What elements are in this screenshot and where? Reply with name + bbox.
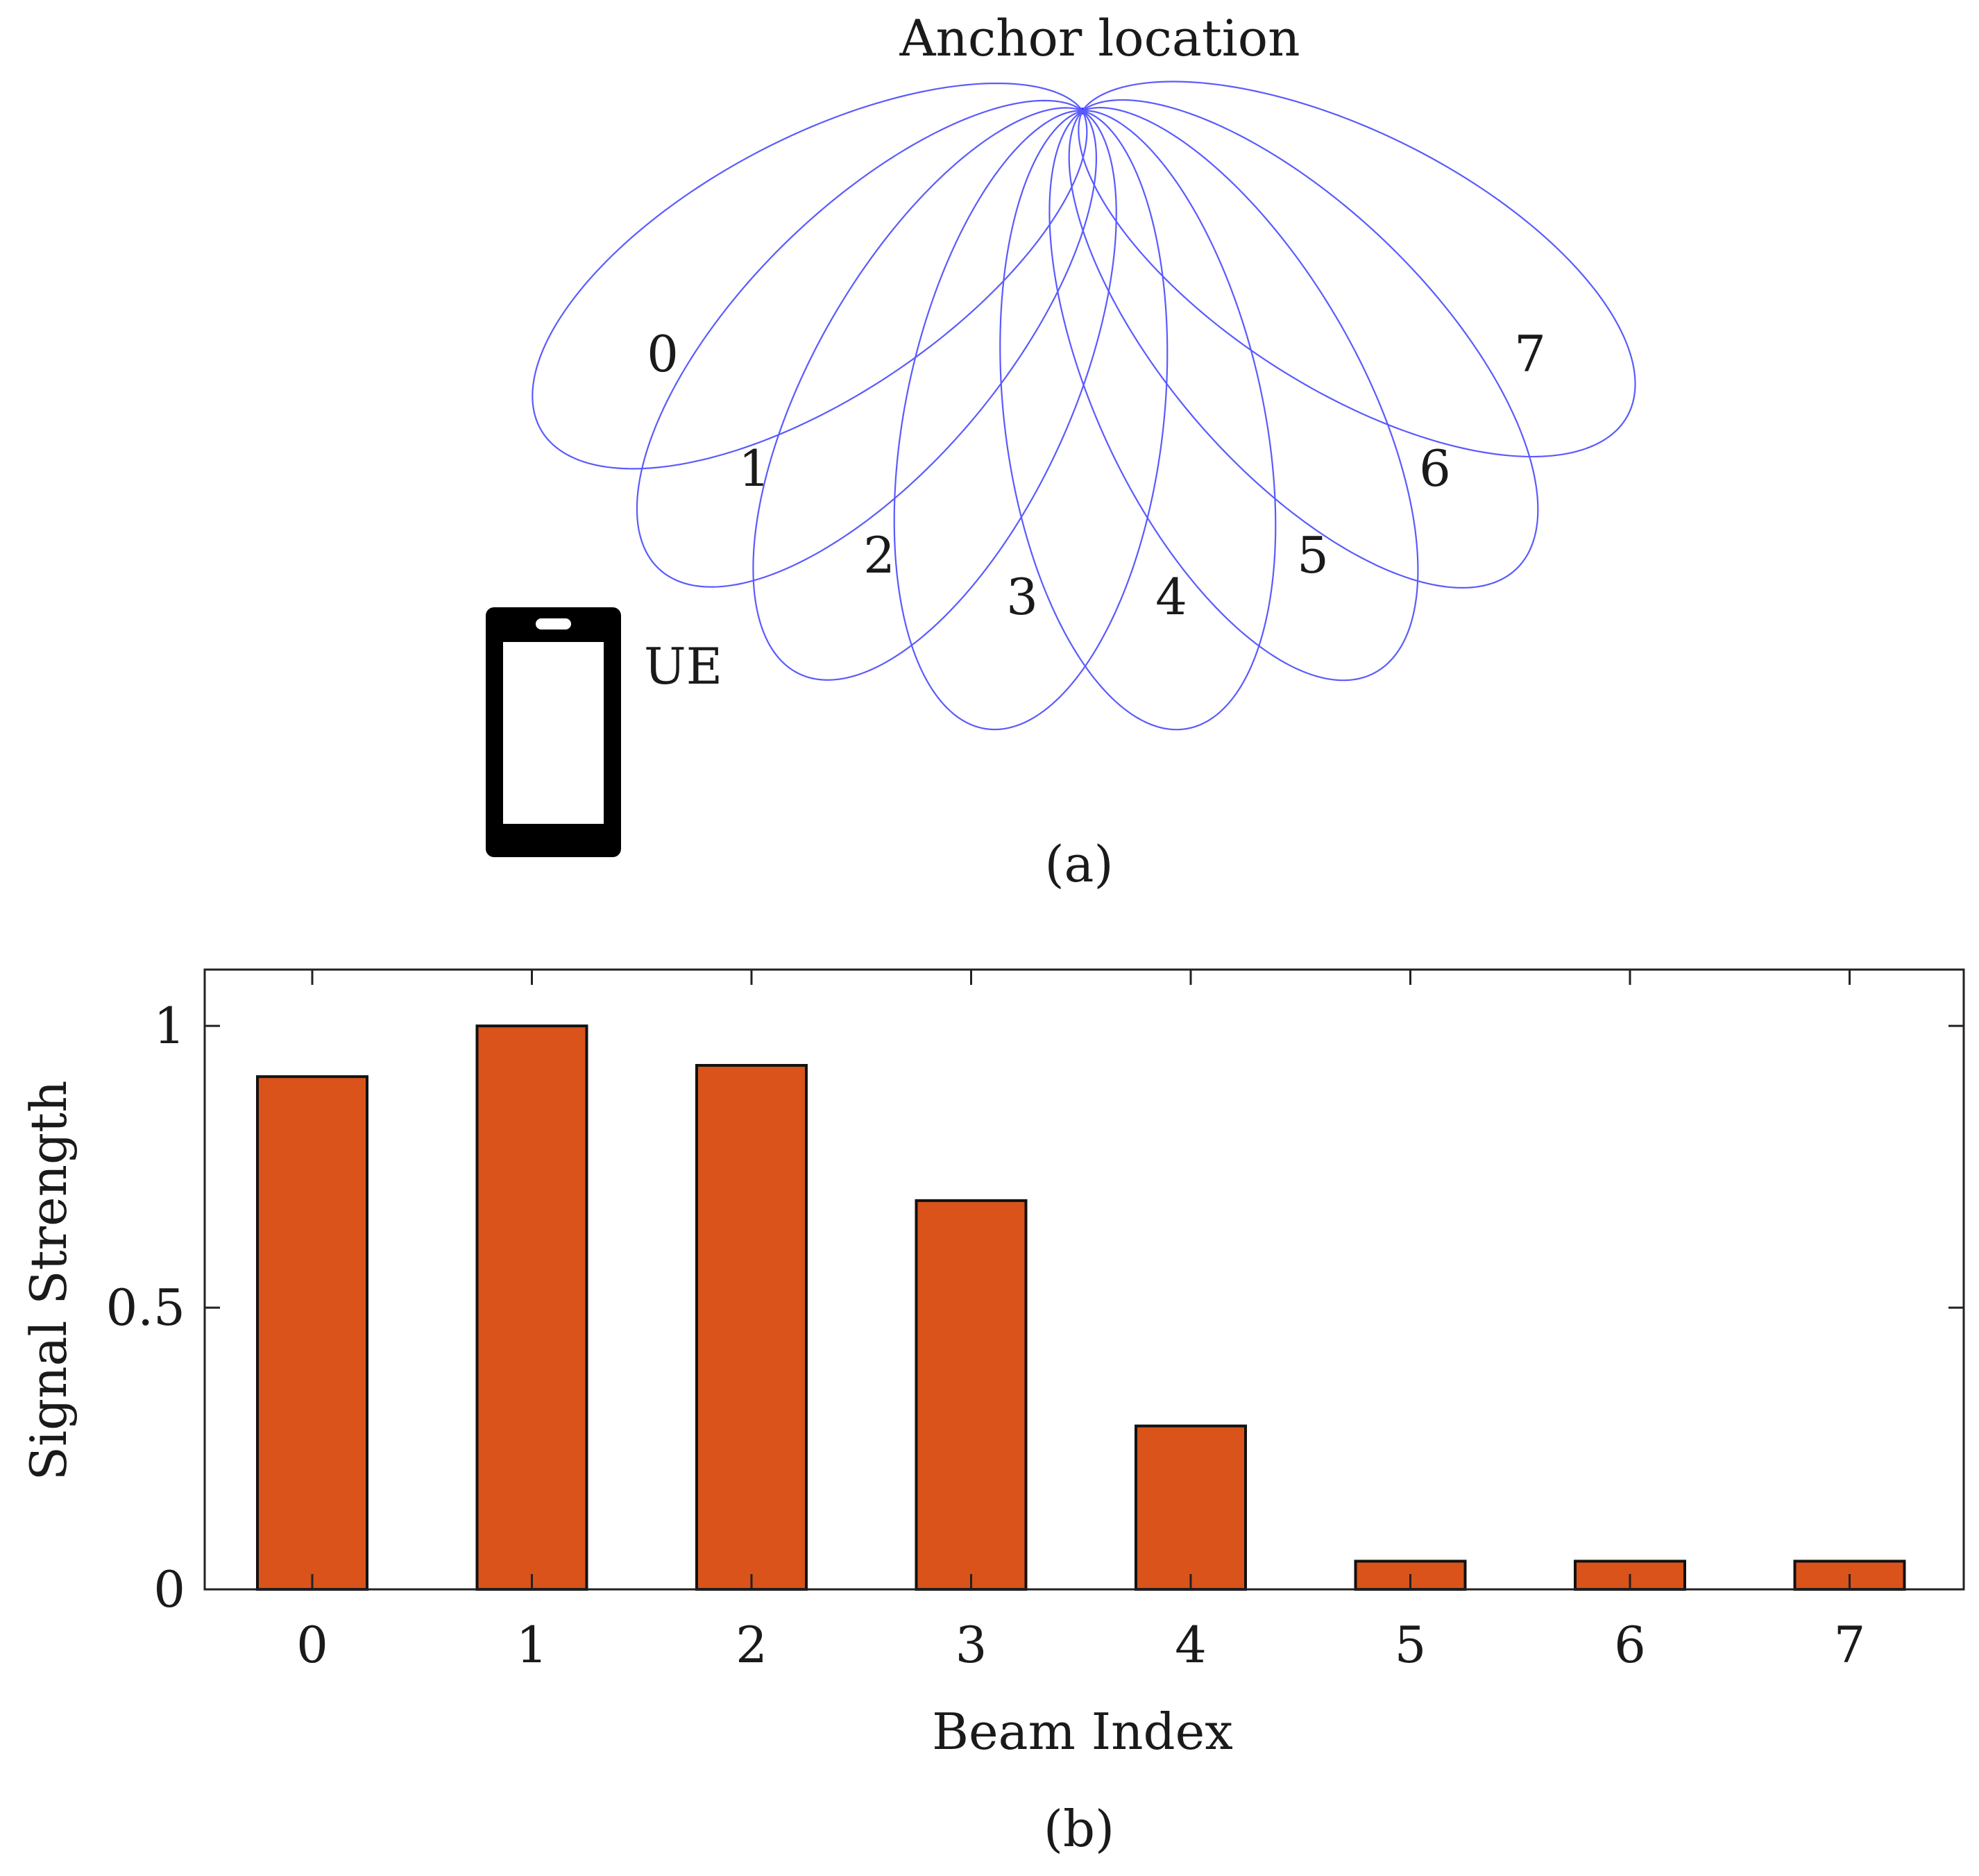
beam-lobe-6 <box>1068 99 1539 589</box>
y-tick-label-1: 0.5 <box>105 1278 185 1337</box>
panel-b-caption: (b) <box>1044 1800 1114 1858</box>
chart-bars <box>256 1024 1906 1591</box>
beam-diagram: Anchor location 0 1 2 3 4 5 6 7 UE (a) <box>486 9 1636 893</box>
y-tick-label-0: 0 <box>153 1560 185 1619</box>
beam-label-5: 5 <box>1297 526 1329 584</box>
beam-lobes <box>532 81 1636 731</box>
x-tick-label-5: 5 <box>1395 1616 1427 1674</box>
x-tick-label-3: 3 <box>955 1616 987 1674</box>
x-tick-label-2: 2 <box>736 1616 767 1674</box>
x-tick-label-7: 7 <box>1834 1616 1866 1674</box>
beam-label-1: 1 <box>738 439 770 498</box>
x-tick-label-1: 1 <box>516 1616 548 1674</box>
beam-label-7: 7 <box>1514 325 1546 383</box>
beam-lobe-7 <box>1078 81 1636 458</box>
x-axis-label: Beam Index <box>932 1702 1233 1761</box>
bar-3 <box>915 1199 1028 1591</box>
beam-lobe-2 <box>752 107 1117 681</box>
beam-label-4: 4 <box>1155 568 1187 626</box>
x-tick-label-0: 0 <box>296 1616 328 1674</box>
beam-label-2: 2 <box>863 526 895 584</box>
x-tick-label-4: 4 <box>1175 1616 1207 1674</box>
x-tick-labels: 0 1 2 3 4 5 6 7 <box>296 1616 1865 1674</box>
anchor-location-label: Anchor location <box>899 9 1300 67</box>
bar-4 <box>1135 1424 1247 1591</box>
bar-2 <box>695 1064 808 1591</box>
beam-label-6: 6 <box>1419 439 1451 498</box>
x-tick-label-6: 6 <box>1614 1616 1646 1674</box>
smartphone-icon <box>486 607 621 857</box>
beam-lobe-0 <box>532 82 1088 470</box>
beam-lobe-1 <box>636 99 1098 588</box>
plot-frame <box>203 968 1965 1591</box>
beam-label-3: 3 <box>1006 568 1038 626</box>
bar-1 <box>475 1024 588 1591</box>
y-axis-label: Signal Strength <box>19 1081 78 1481</box>
chart-ticks <box>205 970 1964 1591</box>
beam-label-0: 0 <box>647 325 679 383</box>
ue-label: UE <box>644 637 722 695</box>
beam-lobe-3 <box>893 110 1169 731</box>
panel-a-caption: (a) <box>1044 835 1113 893</box>
y-tick-label-2: 1 <box>153 997 185 1055</box>
y-tick-labels: 00.51 <box>105 997 185 1619</box>
beam-lobe-5 <box>1048 107 1419 682</box>
bar-0 <box>256 1075 368 1591</box>
beam-lobe-4 <box>999 110 1277 731</box>
